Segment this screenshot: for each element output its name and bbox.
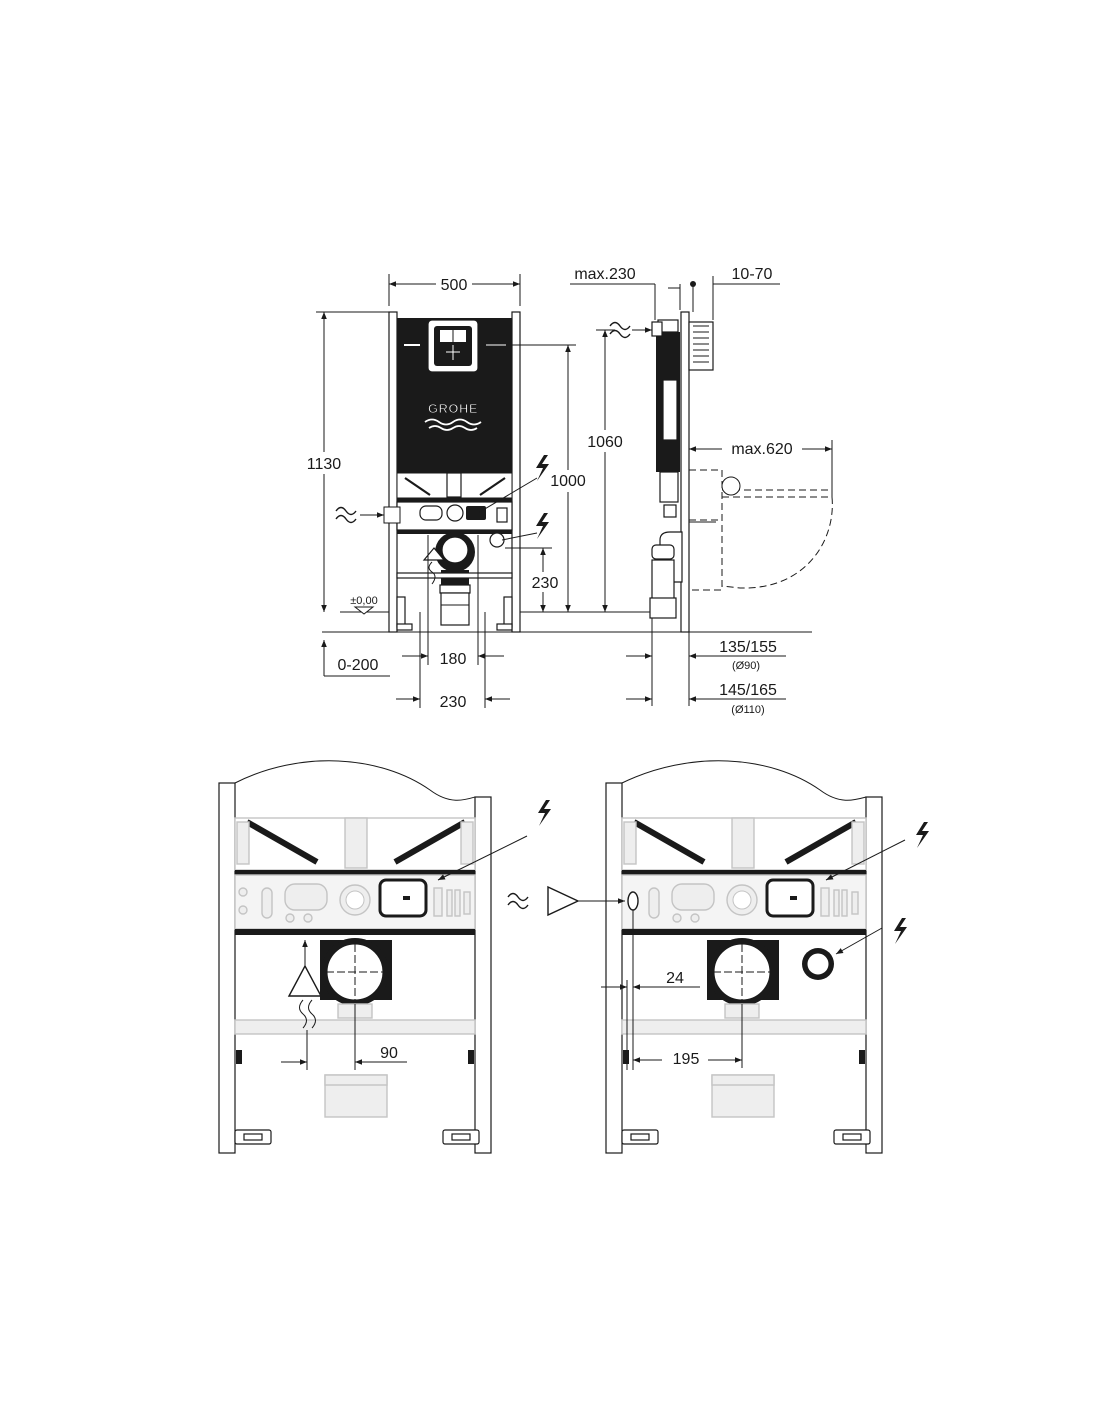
- dim-90: 90: [380, 1045, 398, 1062]
- lightning-icon: [894, 918, 907, 944]
- water-supply-icon: [299, 999, 307, 1029]
- lightning-icon: [916, 822, 929, 848]
- right-post: [511, 311, 521, 633]
- dim-230-width: 230: [440, 694, 467, 711]
- wc-bowl-outline: [689, 470, 723, 591]
- water-inlet: [627, 891, 639, 911]
- dim-ø90: (Ø90): [732, 660, 760, 672]
- dim-145-165: 145/165: [719, 682, 777, 699]
- electrical-socket: [489, 532, 505, 548]
- dim-ø110: (Ø110): [731, 704, 764, 716]
- water-supply-icon: [507, 892, 529, 910]
- dim-1000: 1000: [550, 473, 586, 490]
- detail-left: 90: [218, 760, 551, 1154]
- dim-24: 24: [666, 970, 684, 987]
- dim-0-200: 0-200: [338, 657, 379, 674]
- left-post: [388, 311, 398, 633]
- dim-10-70: 10-70: [732, 266, 773, 283]
- floor-level: ±0,00: [350, 595, 377, 607]
- detail-right: 24 195: [507, 760, 929, 1154]
- front-view: GROHE: [302, 274, 812, 711]
- dim-max-620: max.620: [731, 441, 792, 458]
- dim-1060: 1060: [587, 434, 623, 451]
- dim-230-height: 230: [532, 575, 559, 592]
- dim-195: 195: [673, 1051, 700, 1068]
- dim-180: 180: [440, 651, 467, 668]
- lightning-icon: [536, 513, 549, 539]
- drain-pipe: [440, 592, 470, 626]
- dim-max-230: max.230: [574, 266, 635, 283]
- cut-line: [621, 760, 867, 801]
- logo-waves: [424, 418, 482, 426]
- grohe-logo: GROHE: [428, 401, 478, 416]
- lightning-icon: [538, 800, 551, 826]
- cut-line: [234, 760, 476, 801]
- dim-1130: 1130: [307, 456, 342, 473]
- side-view: max.230 10-70 1060 max.620 135/155 (Ø90)…: [570, 266, 833, 716]
- dim-135-155: 135/155: [719, 639, 777, 656]
- dim-500: 500: [441, 277, 468, 294]
- water-supply-icon: [335, 506, 357, 524]
- side-frame: [680, 311, 690, 633]
- flush-plate-side: [688, 321, 714, 371]
